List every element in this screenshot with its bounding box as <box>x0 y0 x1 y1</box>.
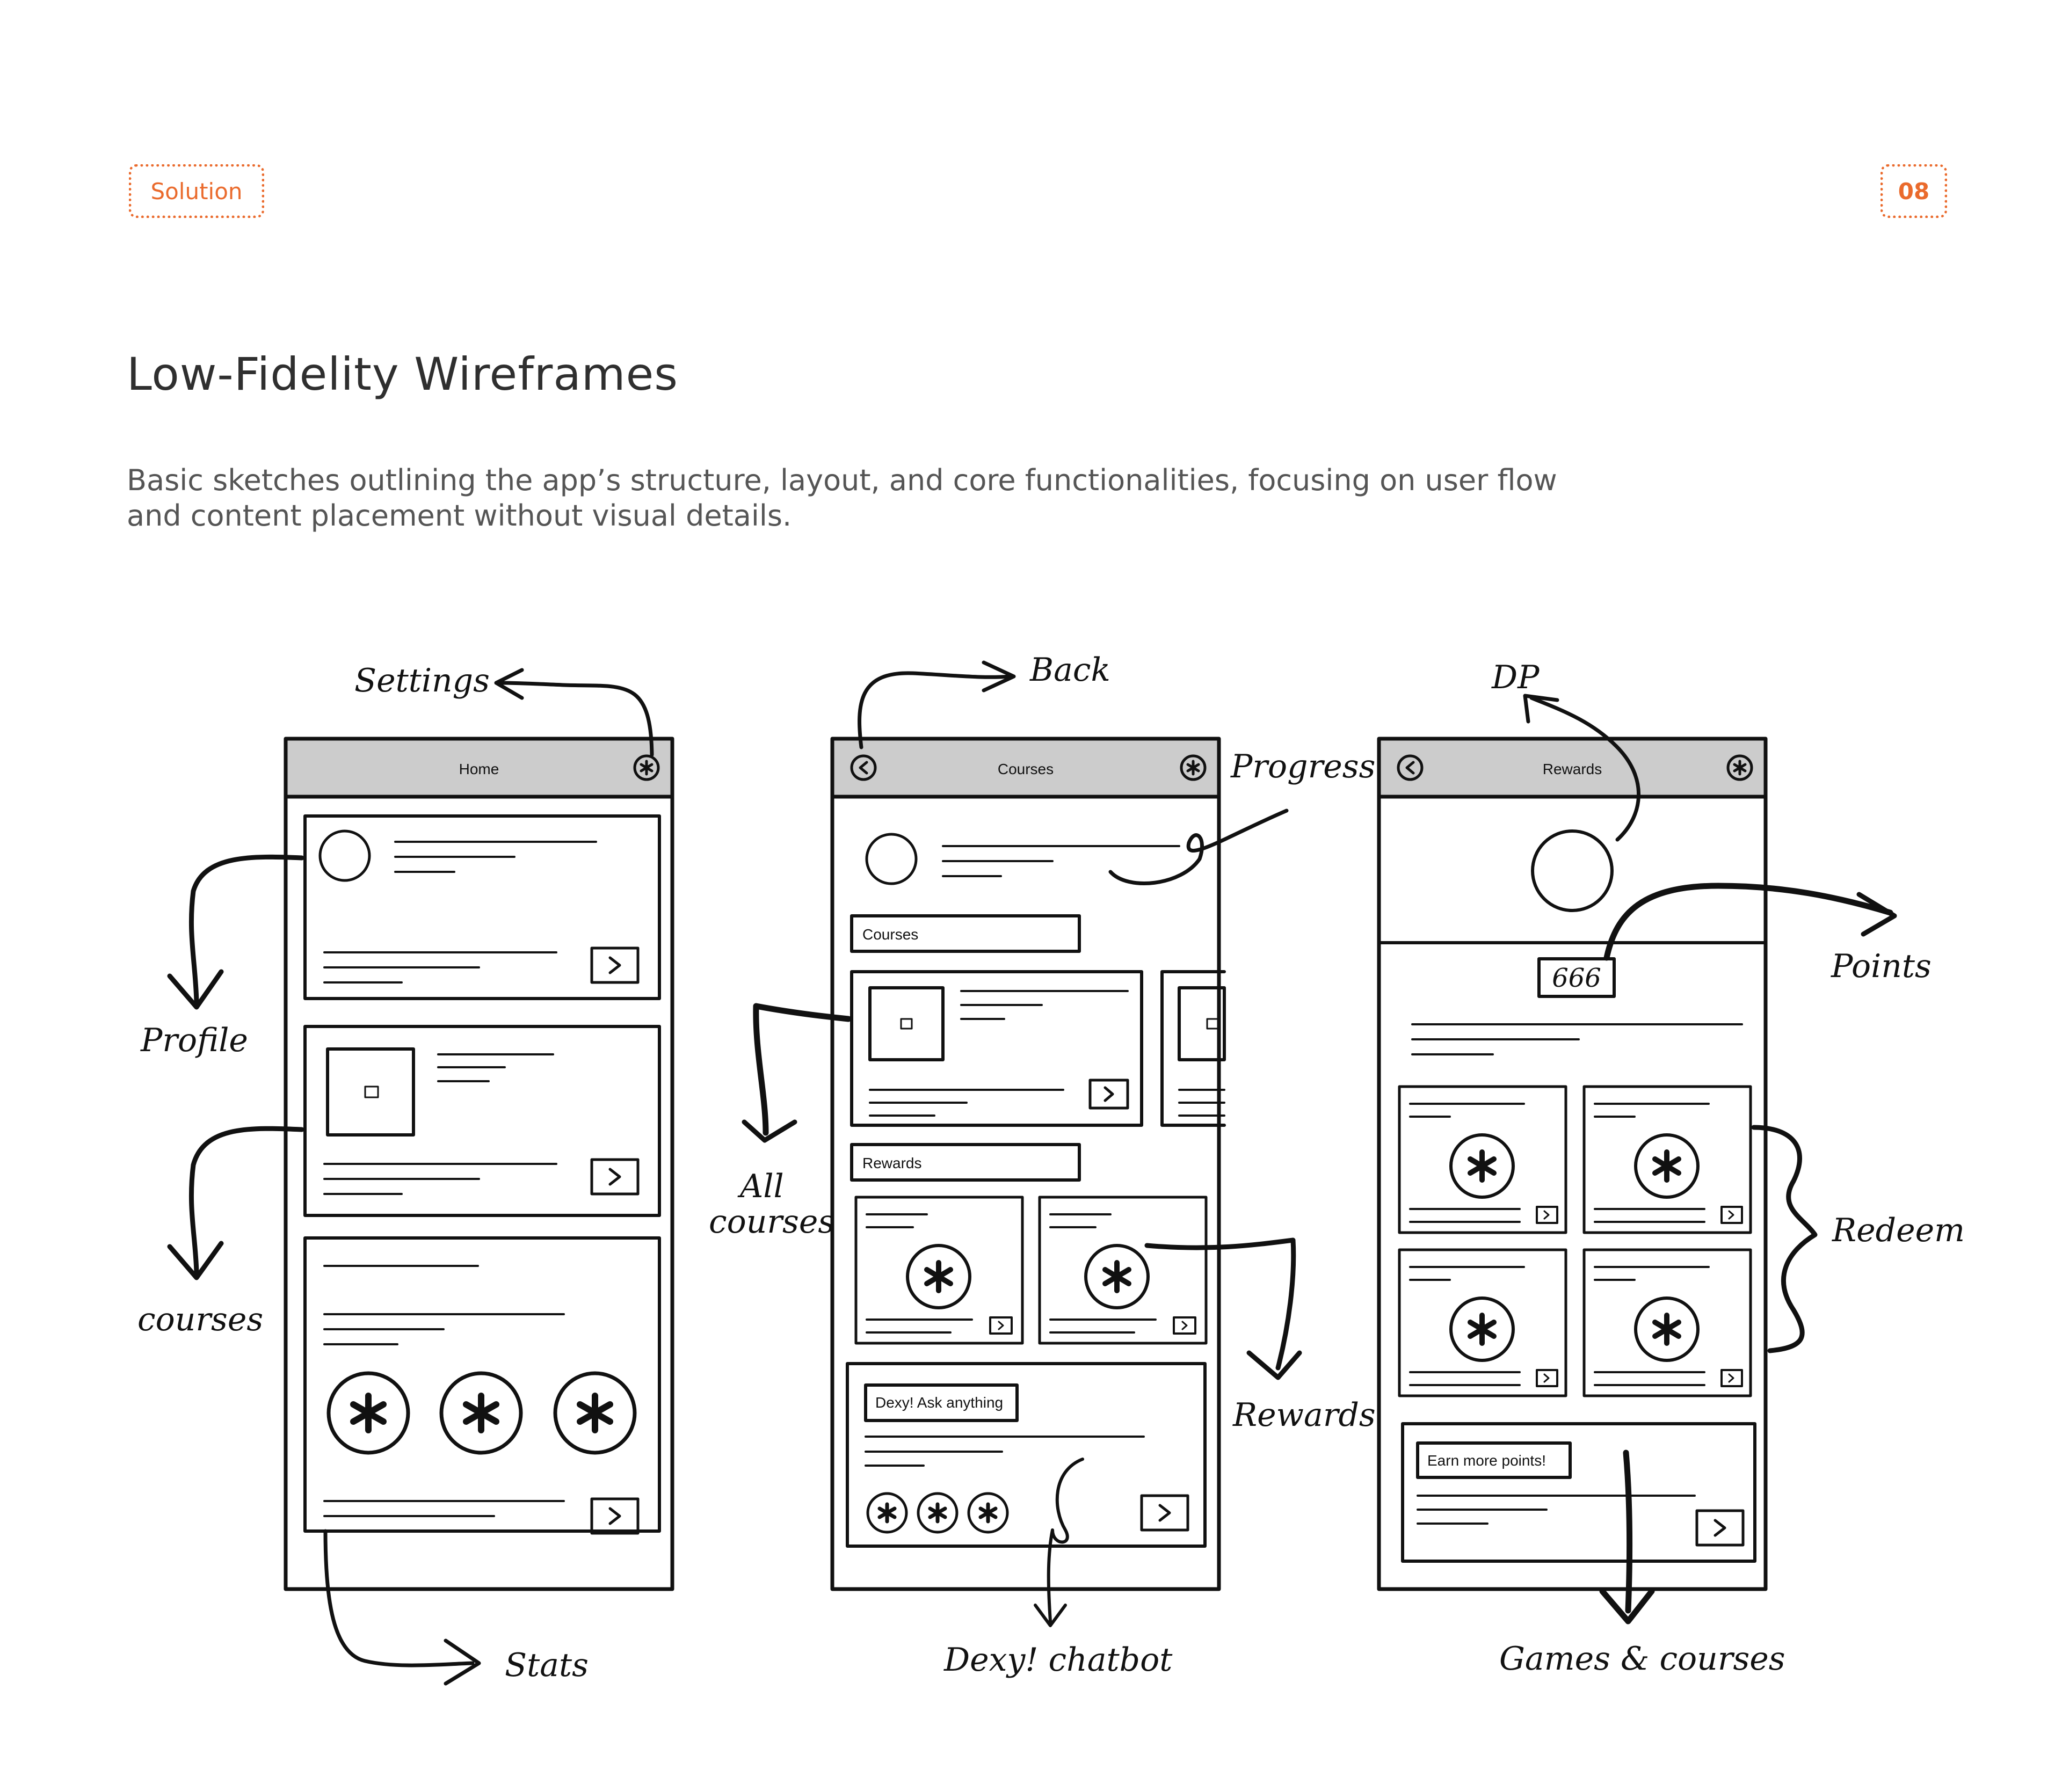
avatar <box>865 833 918 885</box>
courses-header-bar <box>832 739 1219 797</box>
courses-section-label: Courses <box>862 926 918 943</box>
back-label: Back <box>1029 651 1110 689</box>
asterisk-icon <box>866 1492 908 1534</box>
asterisk-icon <box>917 1492 959 1534</box>
settings-icon[interactable] <box>633 754 660 781</box>
asterisk-icon <box>439 1371 523 1455</box>
course-card-partial[interactable] <box>1160 970 1226 1127</box>
earn-points-label: Earn more points! <box>1427 1452 1546 1469</box>
page-description: Basic sketches outlining the app’s struc… <box>127 463 1557 533</box>
asterisk-icon <box>1449 1133 1515 1199</box>
settings-icon[interactable] <box>1180 754 1207 781</box>
home-screen-title: Home <box>459 761 499 777</box>
settings-icon[interactable] <box>1726 754 1753 781</box>
points-label: Points <box>1831 948 1932 985</box>
chatbot-input-label: Dexy! Ask anything <box>875 1394 1003 1411</box>
back-icon[interactable] <box>850 754 877 781</box>
redeem-card[interactable] <box>1398 1248 1567 1397</box>
all-courses-label-line2: courses <box>709 1203 834 1241</box>
course-card[interactable] <box>850 970 1143 1127</box>
rewards-frame <box>1377 737 1768 1591</box>
back-icon[interactable] <box>1397 754 1424 781</box>
redeem-card[interactable] <box>1582 1085 1752 1234</box>
rewards-wireframe: Rewards 666 <box>1377 737 1768 1591</box>
page-number: 08 <box>1881 164 1947 218</box>
chevron-right-icon[interactable] <box>1140 1494 1189 1532</box>
redeem-card[interactable] <box>1398 1085 1567 1234</box>
stats-label: Stats <box>505 1647 589 1684</box>
chevron-right-icon[interactable] <box>989 1316 1013 1335</box>
asterisk-icon <box>1449 1296 1515 1362</box>
chevron-right-icon[interactable] <box>590 1158 640 1196</box>
chevron-right-icon[interactable] <box>1720 1369 1743 1387</box>
asterisk-icon <box>967 1492 1009 1534</box>
asterisk-icon <box>1634 1133 1700 1199</box>
rewards-section-label: Rewards <box>862 1155 921 1171</box>
asterisk-icon <box>906 1244 971 1309</box>
chatbot-input[interactable] <box>864 1383 1019 1422</box>
home-wireframe: Home <box>284 737 674 1591</box>
chevron-right-icon[interactable] <box>1173 1316 1196 1335</box>
home-frame <box>284 737 674 1591</box>
chevron-right-icon[interactable] <box>1720 1206 1743 1224</box>
page-title: Low-Fidelity Wireframes <box>127 348 679 400</box>
dexy-chatbot-label: Dexy! chatbot <box>943 1641 1173 1679</box>
home-header-bar <box>286 739 672 797</box>
courses-section-header <box>850 914 1081 953</box>
progress-lines <box>942 845 1180 877</box>
reward-card[interactable] <box>854 1196 1024 1345</box>
rewards-annotations: DP Points Redeem Games & courses <box>1491 659 1965 1678</box>
redeem-card[interactable] <box>1582 1248 1752 1397</box>
courses-frame <box>830 737 1221 1591</box>
profile-label: Profile <box>140 1022 248 1059</box>
chevron-right-icon[interactable] <box>1536 1369 1558 1387</box>
courses-card[interactable] <box>303 1025 661 1217</box>
dp-label: DP <box>1491 659 1540 696</box>
earn-points-badge <box>1416 1441 1572 1479</box>
settings-label: Settings <box>354 662 490 700</box>
chevron-right-icon[interactable] <box>590 946 640 984</box>
games-courses-label: Games & courses <box>1499 1640 1785 1678</box>
profile-card[interactable] <box>303 814 661 1000</box>
courses-annotations: Back Progress All courses Rewards Dexy! … <box>709 651 1376 1679</box>
redeem-label: Redeem <box>1832 1212 1965 1249</box>
asterisk-icon <box>326 1371 410 1455</box>
asterisk-icon <box>553 1371 637 1455</box>
chevron-right-icon[interactable] <box>1536 1206 1558 1224</box>
courses-screen-title: Courses <box>998 761 1054 777</box>
asterisk-icon <box>1634 1296 1700 1362</box>
points-badge <box>1537 957 1616 998</box>
all-courses-label-line1: All <box>737 1168 784 1205</box>
avatar <box>1531 829 1614 912</box>
courses-label: courses <box>137 1301 263 1338</box>
asterisk-icon <box>1084 1244 1150 1309</box>
image-placeholder-icon <box>868 986 945 1061</box>
earn-points-card[interactable]: Earn more points! <box>1401 1422 1756 1563</box>
home-annotations: Settings Profile courses Stats <box>137 662 654 1686</box>
progress-label: Progress <box>1230 748 1375 785</box>
rewards-screen-title: Rewards <box>1543 761 1602 777</box>
stats-card[interactable] <box>303 1236 661 1535</box>
rewards-header-bar <box>1379 739 1766 797</box>
points-value: 666 <box>1552 963 1601 993</box>
chevron-right-icon[interactable] <box>1695 1509 1745 1547</box>
chevron-right-icon[interactable] <box>590 1497 640 1535</box>
chatbot-card[interactable]: Dexy! Ask anything <box>846 1362 1207 1548</box>
chevron-right-icon[interactable] <box>1088 1079 1129 1110</box>
reward-card[interactable] <box>1038 1196 1208 1345</box>
courses-wireframe: Courses Courses <box>830 737 1226 1591</box>
image-placeholder-icon <box>326 1047 415 1137</box>
rewards-label: Rewards <box>1232 1396 1376 1434</box>
avatar <box>318 829 371 882</box>
section-tag: Solution <box>129 164 264 218</box>
rewards-section-header <box>850 1143 1081 1182</box>
